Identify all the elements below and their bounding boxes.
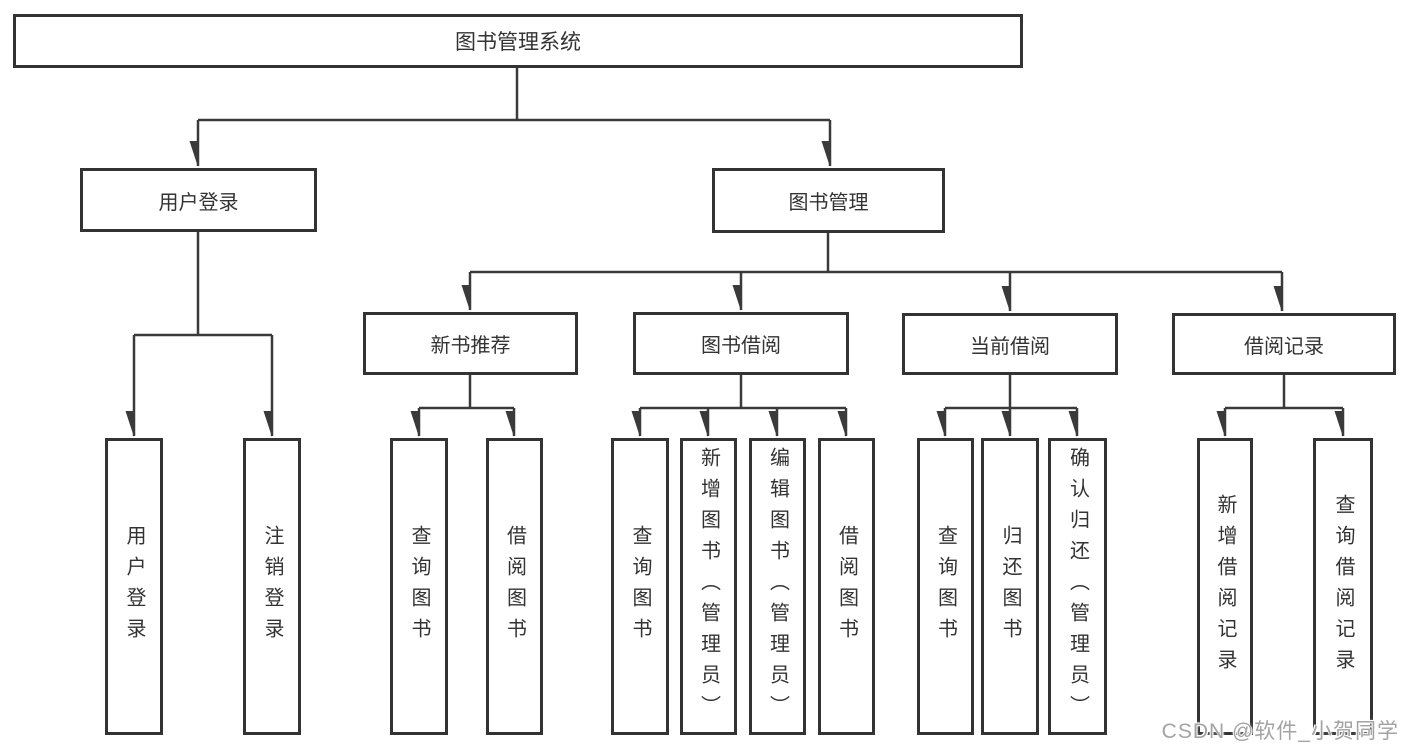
node-label: 确认归还（管理员） <box>1066 447 1089 726</box>
node-label: 查询图书 <box>408 524 430 649</box>
node-label: 图书借阅 <box>701 335 781 357</box>
node-label: 查询图书 <box>934 524 957 649</box>
leaf-recommend-borrow-books: 借阅图书 <box>486 438 543 735</box>
node-label: 用户登录 <box>123 524 145 649</box>
edge-login-trunk <box>134 232 272 337</box>
edge-rec-trunk <box>419 375 514 410</box>
leaf-borrowing-add-books-admin: 新增图书（管理员） <box>680 438 737 735</box>
node-label: 归还图书 <box>999 524 1021 649</box>
node-new-book-recommend: 新书推荐 <box>363 312 578 375</box>
edge-root-trunk <box>198 68 830 122</box>
node-label: 编辑图书（管理员） <box>766 447 789 726</box>
leaf-records-query-borrow-record: 查询借阅记录 <box>1313 438 1373 735</box>
node-label: 查询借阅记录 <box>1332 493 1354 680</box>
node-user-login: 用户登录 <box>80 168 317 232</box>
node-borrow-records: 借阅记录 <box>1172 313 1396 375</box>
edge-mgmt-trunk <box>470 233 1282 274</box>
csdn-watermark: CSDN @软件_小贺同学 <box>1161 720 1399 743</box>
node-book-borrowing: 图书借阅 <box>633 312 849 375</box>
node-label: 用户登录 <box>158 191 239 214</box>
leaf-borrowing-borrow-books: 借阅图书 <box>818 438 875 735</box>
leaf-records-add-borrow-record: 新增借阅记录 <box>1197 438 1253 735</box>
leaf-current-return-books: 归还图书 <box>981 438 1039 735</box>
node-label: 新书推荐 <box>430 335 511 357</box>
node-label: 新增图书（管理员） <box>697 447 720 726</box>
node-label: 借阅记录 <box>1244 335 1324 358</box>
node-current-borrowing: 当前借阅 <box>902 313 1118 375</box>
node-label: 图书管理 <box>788 192 869 214</box>
node-book-management: 图书管理 <box>712 168 945 233</box>
leaf-user-login: 用户登录 <box>105 438 163 735</box>
node-label: 借阅图书 <box>835 524 858 649</box>
edge-borrow-trunk <box>640 375 846 410</box>
leaf-borrowing-query-books: 查询图书 <box>611 438 669 735</box>
node-label: 新增借阅记录 <box>1214 493 1236 680</box>
node-label: 当前借阅 <box>970 335 1050 358</box>
leaf-borrowing-edit-books-admin: 编辑图书（管理员） <box>749 438 806 735</box>
leaf-recommend-query-books: 查询图书 <box>390 438 448 735</box>
edge-cur-trunk <box>945 375 1077 410</box>
node-label: 借阅图书 <box>503 524 526 649</box>
leaf-current-query-books: 查询图书 <box>917 438 974 735</box>
node-label: 查询图书 <box>629 524 651 649</box>
leaf-current-confirm-return-admin: 确认归还（管理员） <box>1048 438 1107 735</box>
leaf-logout: 注销登录 <box>243 438 301 735</box>
node-system-root: 图书管理系统 <box>13 14 1023 68</box>
node-label: 注销登录 <box>261 524 283 649</box>
node-label: 图书管理系统 <box>455 31 581 54</box>
edge-hist-trunk <box>1225 375 1343 410</box>
